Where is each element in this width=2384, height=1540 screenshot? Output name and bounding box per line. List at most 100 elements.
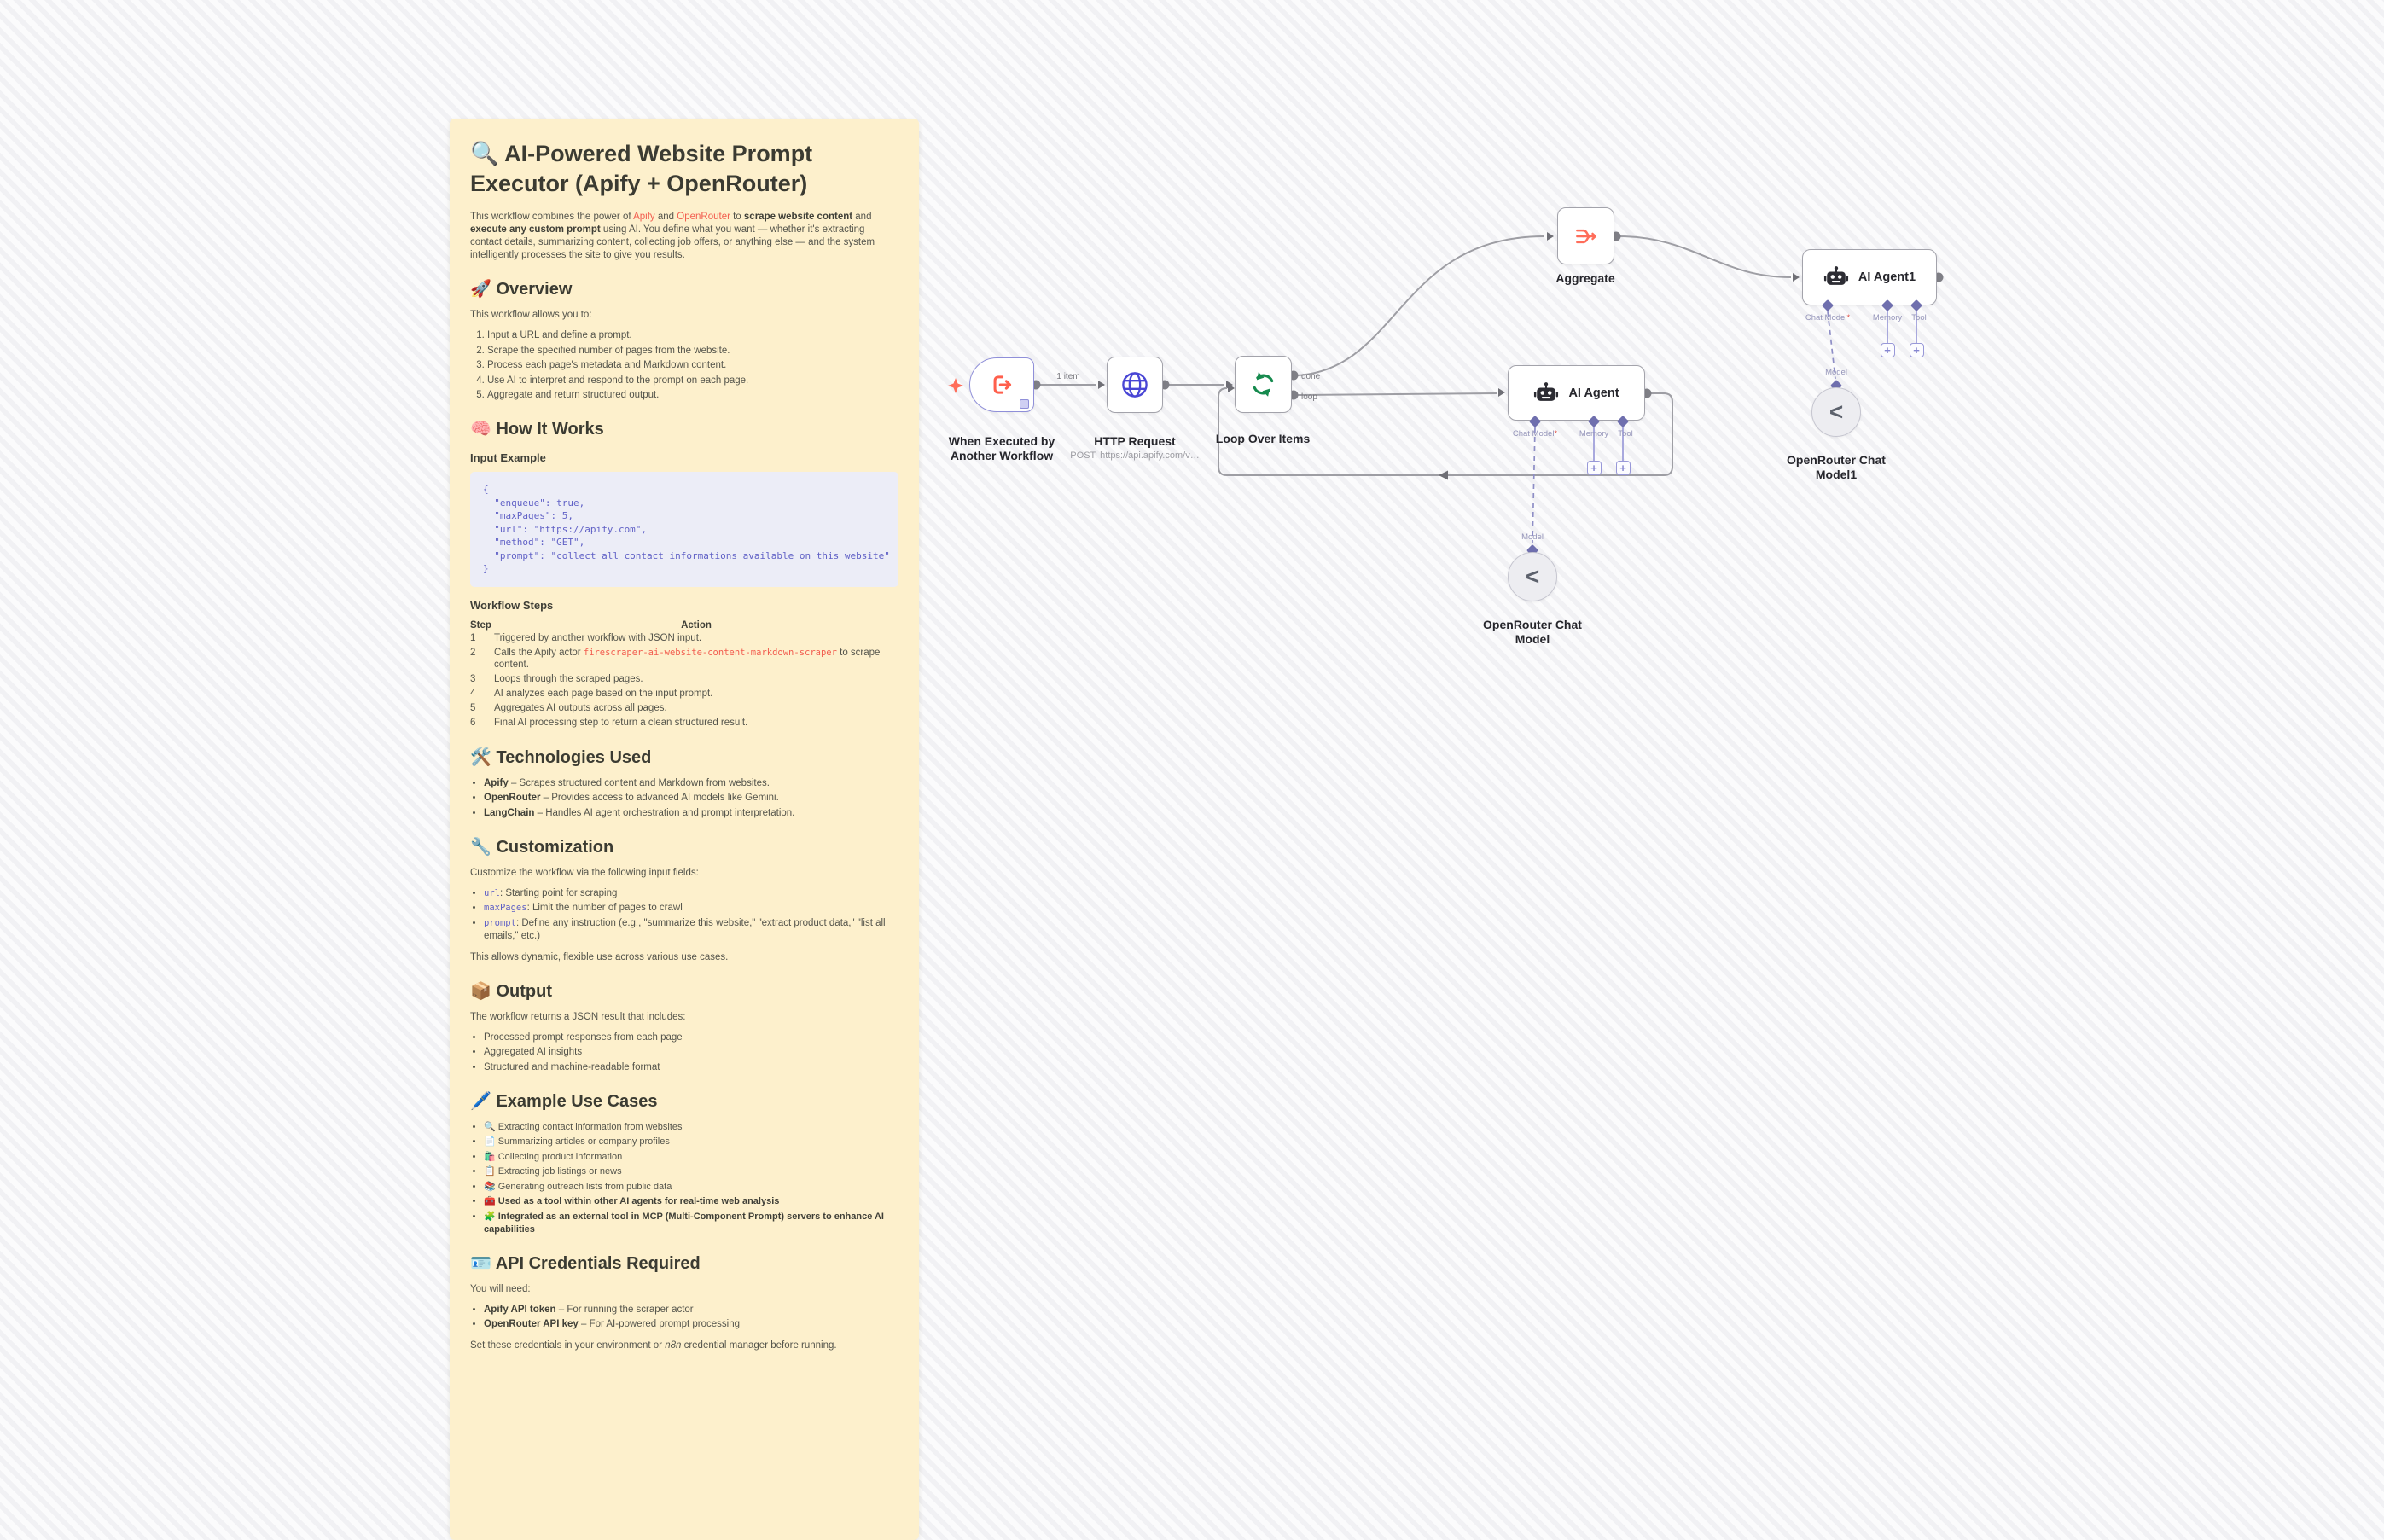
input-arrow-agent1 bbox=[1793, 273, 1800, 282]
customization-list: url: Starting point for scraping maxPage… bbox=[470, 887, 898, 943]
node-ai-agent1[interactable]: AI Agent1 bbox=[1802, 249, 1937, 305]
puzzle-icon: 🧩 bbox=[484, 1211, 496, 1222]
list-item: Apify – Scrapes structured content and M… bbox=[484, 777, 898, 790]
edge-loop-aggregate bbox=[1297, 235, 1545, 376]
list-item: Aggregated AI insights bbox=[484, 1046, 898, 1059]
list-item: Structured and machine-readable format bbox=[484, 1061, 898, 1074]
list-item: 🧩Integrated as an external tool in MCP (… bbox=[484, 1211, 898, 1236]
aggregate-icon bbox=[1575, 229, 1596, 243]
section-heading-use-cases: 🖊️ Example Use Cases bbox=[470, 1091, 658, 1111]
node-label-trigger: When Executed by Another Workflow bbox=[948, 434, 1055, 462]
list-item: Aggregate and return structured output. bbox=[487, 389, 898, 402]
node-subtitle-http: POST: https://api.apify.com/v… bbox=[1070, 450, 1200, 461]
document-icon: 📄 bbox=[484, 1136, 496, 1147]
add-tool-button[interactable]: + bbox=[1909, 342, 1924, 357]
port-stems bbox=[1593, 310, 1917, 461]
input-arrow-agent bbox=[1498, 388, 1505, 397]
input-example-code-block: { "enqueue": true, "maxPages": 5, "url":… bbox=[470, 472, 898, 587]
openrouter-logo-icon: < bbox=[1525, 563, 1540, 590]
node-label-aggregate: Aggregate bbox=[1555, 271, 1615, 285]
books-icon: 📚 bbox=[484, 1181, 496, 1192]
overview-list: Input a URL and define a prompt. Scrape … bbox=[470, 329, 898, 402]
port-label-agent1-chat-model: Chat Model* bbox=[1805, 313, 1851, 323]
sticky-note[interactable]: 🔍 AI-Powered Website Prompt Executor (Ap… bbox=[450, 119, 919, 1540]
node-label-agent1: AI Agent1 bbox=[1858, 270, 1916, 284]
workflow-steps-label: Workflow Steps bbox=[470, 598, 554, 612]
add-memory-button[interactable]: + bbox=[1880, 342, 1895, 357]
list-item: OpenRouter API key – For AI-powered prom… bbox=[484, 1318, 898, 1331]
input-arrow-http bbox=[1098, 381, 1105, 389]
list-item: OpenRouter – Provides access to advanced… bbox=[484, 792, 898, 805]
globe-icon bbox=[1122, 372, 1148, 398]
port-label-agent-tool: Tool bbox=[1618, 429, 1633, 439]
intro-paragraph: This workflow combines the power of Apif… bbox=[470, 212, 875, 260]
port-label-agent1-memory: Memory bbox=[1872, 313, 1903, 323]
robot-icon bbox=[1534, 381, 1559, 401]
node-label-http: HTTP Request bbox=[1094, 434, 1176, 448]
credentials-note: Set these credentials in your environmen… bbox=[470, 1340, 837, 1351]
section-heading-customization: 🔧 Customization bbox=[470, 837, 614, 857]
node-ai-agent[interactable]: AI Agent bbox=[1508, 365, 1645, 421]
node-openrouter-chat-model1[interactable]: < bbox=[1811, 387, 1861, 437]
node-when-executed-by-another-workflow[interactable] bbox=[969, 357, 1034, 412]
list-item: 🧰Used as a tool within other AI agents f… bbox=[484, 1195, 898, 1208]
port-label-agent-memory: Memory bbox=[1579, 429, 1609, 439]
output-lead: The workflow returns a JSON result that … bbox=[470, 1011, 686, 1022]
list-item: Processed prompt responses from each pag… bbox=[484, 1032, 898, 1044]
list-item: url: Starting point for scraping bbox=[484, 887, 898, 900]
list-item: prompt: Define any instruction (e.g., "s… bbox=[484, 917, 898, 943]
edge-loop-agent bbox=[1297, 392, 1497, 396]
apify-link[interactable]: Apify bbox=[633, 212, 655, 222]
add-memory-button[interactable]: + bbox=[1586, 460, 1602, 475]
loop-refresh-icon bbox=[1253, 372, 1274, 397]
list-item: 📋Extracting job listings or news bbox=[484, 1165, 898, 1178]
workflow-trigger-icon bbox=[993, 375, 1012, 394]
section-heading-credentials: 🪪 API Credentials Required bbox=[470, 1253, 701, 1273]
loop-output-loop-label: loop bbox=[1301, 392, 1317, 402]
node-label-agent: AI Agent bbox=[1568, 386, 1619, 400]
loop-output-done-label: done bbox=[1301, 372, 1321, 381]
add-tool-button[interactable]: + bbox=[1615, 460, 1631, 475]
clipboard-icon: 📋 bbox=[484, 1166, 496, 1177]
node-loop-over-items[interactable] bbox=[1235, 356, 1292, 413]
node-http-request[interactable] bbox=[1107, 357, 1163, 413]
port-label-agent1-tool: Tool bbox=[1911, 313, 1927, 323]
list-item: 🔍Extracting contact information from web… bbox=[484, 1121, 898, 1134]
sparkle-icon bbox=[948, 378, 963, 393]
overview-lead: This workflow allows you to: bbox=[470, 310, 592, 320]
column-header-step: Step bbox=[470, 619, 491, 631]
list-item: Apify API token – For running the scrape… bbox=[484, 1304, 898, 1316]
section-heading-output: 📦 Output bbox=[470, 981, 552, 1001]
edge-agent-loopback bbox=[1218, 387, 1673, 476]
shopping-bags-icon: 🛍️ bbox=[484, 1151, 496, 1162]
list-item: LangChain – Handles AI agent orchestrati… bbox=[484, 807, 898, 820]
list-item: Scrape the specified number of pages fro… bbox=[487, 345, 898, 357]
toolbox-icon: 🧰 bbox=[484, 1196, 496, 1206]
credentials-lead: You will need: bbox=[470, 1283, 531, 1294]
credentials-list: Apify API token – For running the scrape… bbox=[470, 1304, 898, 1332]
use-cases-list: 🔍Extracting contact information from web… bbox=[470, 1121, 898, 1236]
output-list: Processed prompt responses from each pag… bbox=[470, 1032, 898, 1074]
openrouter-logo-icon: < bbox=[1829, 398, 1844, 425]
subworkflow-badge-icon bbox=[1020, 399, 1029, 409]
wire-agent-chatmodel bbox=[1532, 427, 1536, 544]
column-header-action: Action bbox=[681, 619, 712, 631]
magnifier-icon: 🔍 bbox=[484, 1121, 496, 1132]
customization-note: This allows dynamic, flexible use across… bbox=[470, 951, 729, 962]
section-heading-technologies: 🛠️ Technologies Used bbox=[470, 747, 652, 767]
list-item: 📄Summarizing articles or company profile… bbox=[484, 1136, 898, 1148]
openrouter-link[interactable]: OpenRouter bbox=[677, 212, 730, 222]
node-openrouter-chat-model[interactable]: < bbox=[1508, 552, 1557, 601]
list-item: 🛍️Collecting product information bbox=[484, 1151, 898, 1164]
list-item: 📚Generating outreach lists from public d… bbox=[484, 1181, 898, 1194]
node-aggregate[interactable] bbox=[1557, 207, 1614, 264]
